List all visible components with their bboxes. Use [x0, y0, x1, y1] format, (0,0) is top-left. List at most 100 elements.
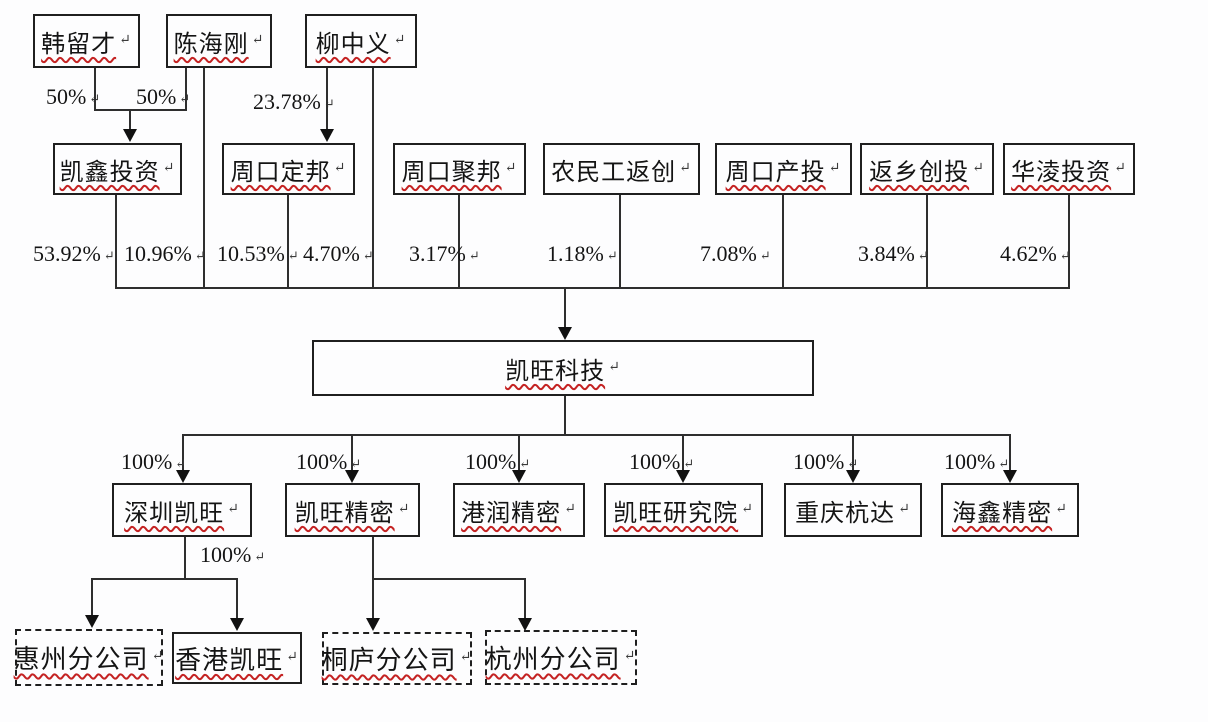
stake-label-chen: 10.96%↵: [124, 241, 206, 266]
stake-label-kaixin: 53.92%↵: [33, 241, 115, 266]
node-kaixin-investment: 凯鑫投资↵: [53, 143, 182, 195]
node-label: 海鑫精密: [952, 500, 1053, 527]
node-haixin-precision: 海鑫精密↵: [941, 483, 1079, 537]
return-mark-icon: ↵: [898, 501, 911, 517]
node-label: 返乡创投: [869, 159, 970, 186]
node-gangrun-precision: 港润精密↵: [453, 483, 585, 537]
node-label: 周口定邦: [230, 159, 331, 186]
return-mark-icon: ↵: [333, 160, 347, 176]
arrowhead-haixin: [1003, 470, 1017, 483]
node-chongqing-hangda: 重庆杭达↵: [784, 483, 922, 537]
node-label: 香港凯旺: [175, 645, 284, 675]
arrowhead-yanjiuyuan: [676, 470, 690, 483]
return-mark-icon: ↵: [459, 650, 473, 665]
edge-liu-to-dingbang: [326, 68, 328, 130]
node-label: 桐庐分公司: [321, 646, 457, 675]
edge-distributor-line: [183, 434, 1011, 436]
node-kaiwang-precision: 凯旺精密↵: [285, 483, 420, 537]
return-mark-icon: ↵: [564, 501, 577, 517]
node-hualing-investment: 华淩投资↵: [1003, 143, 1135, 195]
node-zhoukou-dingbang: 周口定邦↵: [222, 143, 355, 195]
return-mark-icon: ↵: [251, 32, 265, 48]
edge-to-hongkong: [236, 578, 238, 619]
arrowhead-hongkong: [230, 618, 244, 631]
edge-jubang-collector: [458, 195, 460, 288]
node-label: 惠州分公司: [13, 645, 149, 674]
node-label: 凯旺精密: [294, 500, 395, 527]
arrowhead-company: [558, 327, 572, 340]
stake-label-liu-dingbang: 23.78%↵: [253, 89, 335, 114]
node-kaiwang-research-institute: 凯旺研究院↵: [604, 483, 763, 537]
edge-han-down: [94, 68, 96, 111]
node-fanxiang-chuangtou: 返乡创投↵: [860, 143, 994, 195]
node-kaiwang-technology: 凯旺科技↵: [312, 340, 814, 396]
edge-dingbang-collector: [287, 195, 289, 288]
node-zhoukou-jubang: 周口聚邦↵: [393, 143, 526, 195]
stake-label-gangrun: 100%↵: [465, 449, 531, 474]
edge-to-gangrun: [518, 434, 520, 471]
node-liuzhongyi: 柳中义↵: [305, 14, 417, 68]
node-label: 农民工返创: [551, 159, 677, 186]
edge-to-hangda: [852, 434, 854, 471]
stake-label-jubang: 3.17%↵: [409, 241, 480, 266]
edge-fanxiang-collector: [926, 195, 928, 288]
edge-to-haixin: [1009, 434, 1011, 471]
arrowhead-hangzhou: [518, 618, 532, 631]
node-hangzhou-branch: 杭州分公司↵: [485, 630, 637, 685]
node-label: 陈海刚: [173, 31, 249, 58]
edge-kaixin-collector: [115, 195, 117, 288]
node-label: 深圳凯旺: [124, 500, 225, 527]
return-mark-icon: ↵: [1114, 160, 1127, 176]
edge-chen-to-collector: [203, 68, 205, 288]
edge-join-to-kaixin: [129, 109, 131, 130]
edge-liu-to-collector: [372, 68, 374, 288]
return-mark-icon: ↵: [828, 160, 842, 176]
return-mark-icon: ↵: [162, 160, 176, 176]
return-mark-icon: ↵: [397, 501, 411, 517]
stake-label-liu: 4.70%↵: [303, 241, 374, 266]
return-mark-icon: ↵: [679, 160, 692, 176]
return-mark-icon: ↵: [286, 649, 299, 665]
return-mark-icon: ↵: [741, 501, 754, 517]
edge-jingmi-branch-line: [372, 578, 526, 580]
edge-chen-down: [185, 68, 187, 111]
return-mark-icon: ↵: [1055, 501, 1068, 517]
return-mark-icon: ↵: [608, 359, 621, 375]
node-nongmingong-fanchuang: 农民工返创↵: [543, 143, 700, 195]
node-hanliucai: 韩留才↵: [33, 14, 140, 68]
node-label: 柳中义: [315, 31, 391, 58]
stake-label-jingmi: 100%↵: [296, 449, 362, 474]
node-label: 凯鑫投资: [59, 159, 160, 186]
node-label: 周口聚邦: [401, 159, 502, 186]
stake-label-haixin: 100%↵: [944, 449, 1010, 474]
stake-label-chen-kaixin: 50%↵: [136, 84, 190, 109]
edge-to-shenzhen: [182, 434, 184, 471]
stake-label-yanjiuyuan: 100%↵: [629, 449, 695, 474]
edge-to-hangzhou: [524, 578, 526, 619]
node-label: 凯旺科技: [505, 358, 606, 385]
arrowhead-tonglu: [366, 618, 380, 631]
stake-label-shenzhen: 100%↵: [121, 449, 187, 474]
return-mark-icon: ↵: [119, 32, 132, 48]
arrowhead-hangda: [846, 470, 860, 483]
edge-collector-to-company: [564, 287, 566, 328]
edge-nongmingong-collector: [619, 195, 621, 288]
return-mark-icon: ↵: [151, 649, 165, 664]
node-hongkong-kaiwang: 香港凯旺↵: [172, 632, 302, 684]
return-mark-icon: ↵: [227, 501, 240, 517]
edge-to-jingmi: [351, 434, 353, 471]
return-mark-icon: ↵: [504, 160, 518, 176]
node-label: 凯旺研究院: [613, 500, 739, 527]
stake-label-han-kaixin: 50%↵: [46, 84, 100, 109]
stake-label-hangda: 100%↵: [793, 449, 859, 474]
stake-label-fanxiang: 3.84%↵: [858, 241, 929, 266]
node-label: 重庆杭达: [795, 500, 896, 527]
node-label: 周口产投: [725, 159, 826, 186]
node-label: 杭州分公司: [485, 645, 621, 674]
stake-label-nongmingong: 1.18%↵: [547, 241, 618, 266]
stake-label-chantou: 7.08%↵: [700, 241, 771, 266]
return-mark-icon: ↵: [972, 160, 985, 176]
return-mark-icon: ↵: [393, 32, 407, 48]
node-label: 韩留才: [41, 31, 117, 58]
